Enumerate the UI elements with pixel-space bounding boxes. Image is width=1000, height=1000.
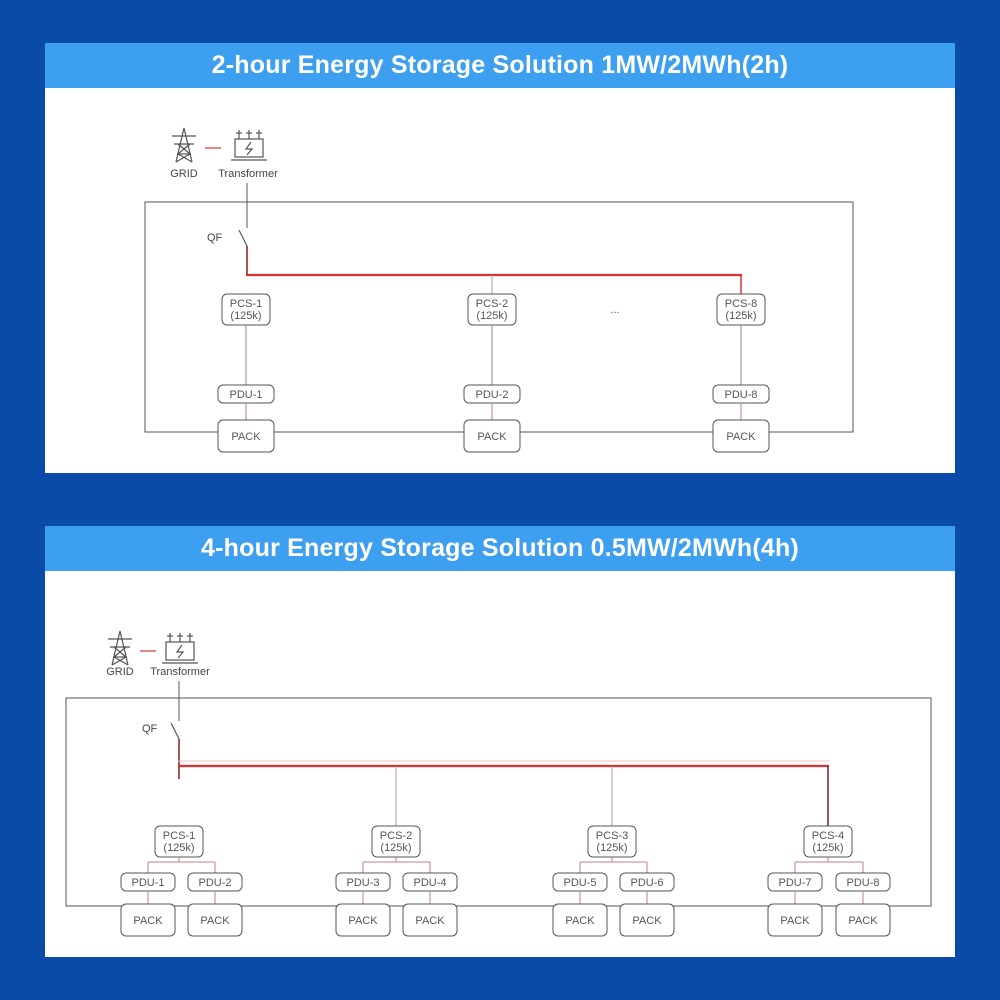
system-enclosure bbox=[65, 697, 932, 907]
panel-4h: 4-hour Energy Storage Solution 0.5MW/2MW… bbox=[45, 526, 955, 957]
pack-label: PACK bbox=[726, 431, 756, 443]
pack-box bbox=[187, 903, 243, 937]
pack-box bbox=[835, 903, 891, 937]
transformer-label: Transformer bbox=[218, 168, 278, 180]
panel-2h: 2-hour Energy Storage Solution 1MW/2MWh(… bbox=[45, 43, 955, 473]
grid-label: GRID bbox=[106, 666, 134, 678]
pcs-rating: (125k) bbox=[230, 310, 261, 322]
pcs-label: PCS-2 bbox=[380, 830, 412, 842]
pack-label: PACK bbox=[415, 915, 445, 927]
transformer-icon bbox=[231, 130, 267, 161]
transformer-icon bbox=[162, 633, 198, 664]
qf-switch-icon bbox=[238, 229, 248, 247]
branch-1: PCS-1 (125k) PDU-1 PACK bbox=[217, 293, 275, 453]
panel-title-2h: 2-hour Energy Storage Solution 1MW/2MWh(… bbox=[45, 43, 955, 88]
pdu-label: PDU-2 bbox=[198, 877, 231, 889]
pcs-rating: (125k) bbox=[476, 310, 507, 322]
pdu-label: PDU-8 bbox=[724, 389, 757, 401]
pack-label: PACK bbox=[780, 915, 810, 927]
pack-box bbox=[402, 903, 458, 937]
pack-box bbox=[335, 903, 391, 937]
pack-box bbox=[120, 903, 176, 937]
pdu-label: PDU-7 bbox=[778, 877, 811, 889]
pack-label: PACK bbox=[348, 915, 378, 927]
pcs-label: PCS-1 bbox=[230, 298, 262, 310]
pcs-rating: (125k) bbox=[163, 842, 194, 854]
branch-8: PCS-8 (125k) PDU-8 PACK bbox=[712, 293, 770, 453]
qf-label: QF bbox=[207, 232, 223, 244]
branch-2: PCS-2 (125k) PDU-2 PACK bbox=[463, 293, 521, 453]
qf-label: QF bbox=[142, 723, 158, 735]
branch-2: PCS-2 (125k) PDU-3 PDU-4 PACK PACK bbox=[335, 825, 458, 937]
branch-1: PCS-1 (125k) PDU-1 PDU-2 PACK PACK bbox=[120, 825, 243, 937]
pcs-label: PCS-1 bbox=[163, 830, 195, 842]
pdu-label: PDU-5 bbox=[563, 877, 596, 889]
branch-4: PCS-4 (125k) PDU-7 PDU-8 PACK PACK bbox=[767, 825, 891, 937]
pack-label: PACK bbox=[133, 915, 163, 927]
pack-box bbox=[217, 419, 275, 453]
pack-box bbox=[712, 419, 770, 453]
ellipsis: ... bbox=[610, 304, 619, 316]
pcs-label: PCS-2 bbox=[476, 298, 508, 310]
grid-tower-icon bbox=[108, 630, 132, 666]
diagram-4h: GRID Transformer QF PCS-1 (125k) PDU-1 P… bbox=[65, 630, 932, 937]
pack-label: PACK bbox=[848, 915, 878, 927]
pdu-label: PDU-4 bbox=[413, 877, 446, 889]
branch-3: PCS-3 (125k) PDU-5 PDU-6 PACK PACK bbox=[552, 825, 675, 937]
pack-label: PACK bbox=[632, 915, 662, 927]
transformer-label: Transformer bbox=[150, 666, 210, 678]
pcs-rating: (125k) bbox=[380, 842, 411, 854]
pack-label: PACK bbox=[565, 915, 595, 927]
grid-tower-icon bbox=[172, 127, 196, 163]
pack-label: PACK bbox=[231, 431, 261, 443]
diagram-2h: GRID Transformer QF PCS-1 (125k) PDU-1 P… bbox=[144, 127, 854, 453]
pcs-label: PCS-8 bbox=[725, 298, 757, 310]
qf-switch-icon bbox=[170, 722, 180, 740]
pcs-rating: (125k) bbox=[725, 310, 756, 322]
pdu-label: PDU-2 bbox=[475, 389, 508, 401]
pcs-label: PCS-3 bbox=[596, 830, 628, 842]
pdu-label: PDU-6 bbox=[630, 877, 663, 889]
pack-box bbox=[463, 419, 521, 453]
pdu-label: PDU-3 bbox=[346, 877, 379, 889]
pack-label: PACK bbox=[477, 431, 507, 443]
pdu-label: PDU-1 bbox=[229, 389, 262, 401]
pack-box bbox=[767, 903, 823, 937]
pdu-label: PDU-8 bbox=[846, 877, 879, 889]
pack-box bbox=[619, 903, 675, 937]
pcs-rating: (125k) bbox=[812, 842, 843, 854]
panel-title-4h: 4-hour Energy Storage Solution 0.5MW/2MW… bbox=[45, 526, 955, 571]
pack-box bbox=[552, 903, 608, 937]
pdu-label: PDU-1 bbox=[131, 877, 164, 889]
grid-label: GRID bbox=[170, 168, 198, 180]
pack-label: PACK bbox=[200, 915, 230, 927]
pcs-rating: (125k) bbox=[596, 842, 627, 854]
pcs-label: PCS-4 bbox=[812, 830, 844, 842]
